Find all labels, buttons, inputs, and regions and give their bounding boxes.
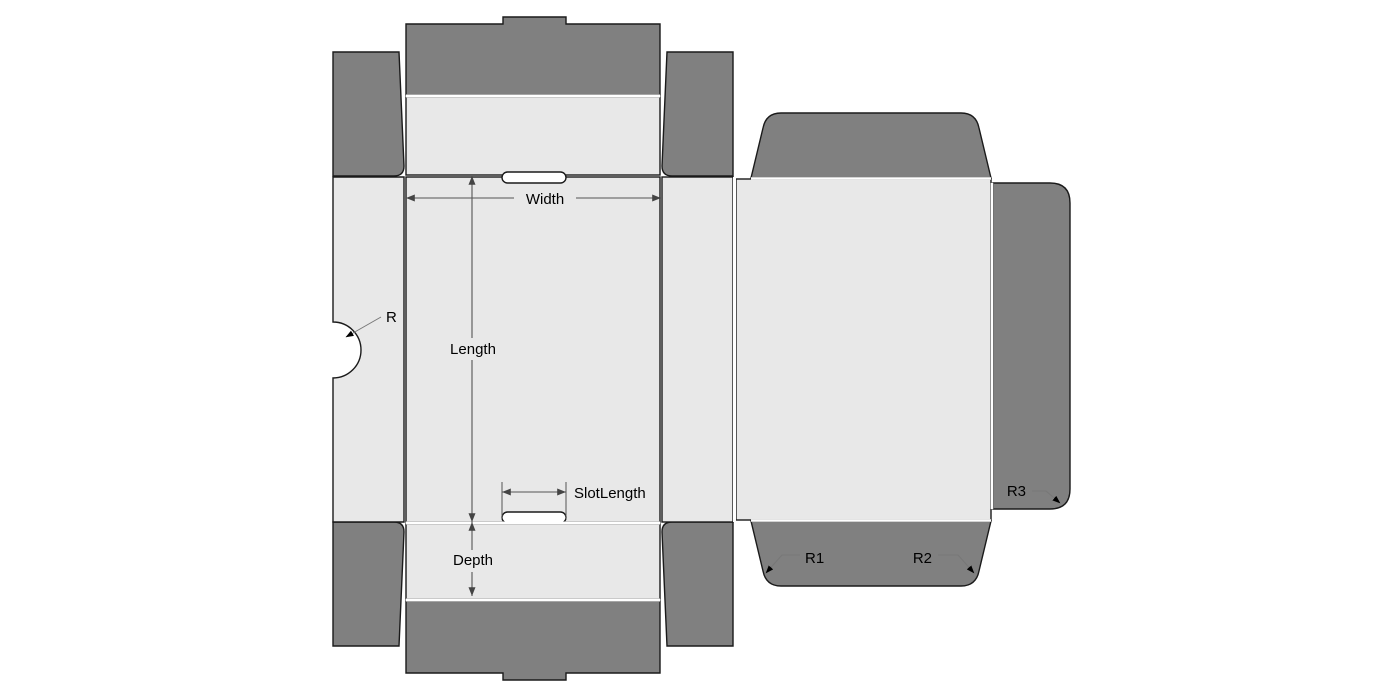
slot-length-label: SlotLength bbox=[574, 485, 646, 502]
top-glue-flap bbox=[405, 16, 661, 96]
left-side-panel bbox=[332, 176, 405, 523]
dust-flap-bottom-left bbox=[332, 521, 405, 647]
width-label-backing bbox=[514, 188, 576, 208]
dust-flap-top-right bbox=[661, 51, 734, 177]
r1-leader-line bbox=[765, 554, 800, 574]
r-leader-line bbox=[345, 316, 382, 338]
locking-slot-bottom bbox=[501, 511, 567, 524]
r2-label: R2 bbox=[913, 550, 932, 567]
closing-tab bbox=[992, 182, 1071, 510]
length-label-backing bbox=[443, 338, 505, 360]
depth-label: Depth bbox=[453, 552, 493, 569]
r2-leader-line bbox=[938, 554, 975, 574]
back-panel-bottom-flap bbox=[750, 520, 992, 587]
length-label: Length bbox=[450, 341, 496, 358]
right-side-panel bbox=[661, 176, 734, 523]
top-panel bbox=[405, 96, 661, 176]
width-label: Width bbox=[526, 191, 564, 208]
depth-label-backing bbox=[444, 550, 502, 572]
locking-slot-top bbox=[501, 171, 567, 184]
r-label: R bbox=[386, 309, 397, 326]
r3-leader-line bbox=[1032, 490, 1061, 504]
r3-label: R3 bbox=[1007, 483, 1026, 500]
dust-flap-top-left bbox=[332, 51, 405, 177]
bottom-glue-flap bbox=[405, 600, 661, 681]
dust-flap-bottom-right bbox=[661, 521, 734, 647]
back-panel bbox=[735, 178, 992, 521]
r1-label: R1 bbox=[805, 550, 824, 567]
back-panel-top-flap bbox=[750, 112, 992, 179]
